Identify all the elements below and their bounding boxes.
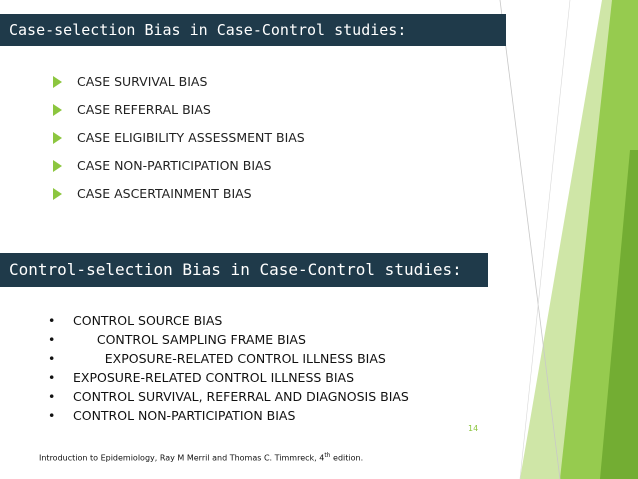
arrow-bullet-icon [53,76,62,88]
arrow-bullet-icon [53,160,62,172]
control-bias-list: • CONTROL SOURCE BIAS • CONTROL SAMPLING … [45,311,409,425]
list-item: CASE ASCERTAINMENT BIAS [50,180,305,208]
bullet-dot-icon: • [48,370,56,385]
bullet-dot-icon: • [48,408,56,423]
list-item: CASE SURVIVAL BIAS [50,68,305,96]
list-item-label: CASE NON-PARTICIPATION BIAS [77,158,272,173]
citation-text: Introduction to Epidemiology, Ray M Merr… [39,453,325,463]
case-bias-list: CASE SURVIVAL BIAS CASE REFERRAL BIAS CA… [50,68,305,208]
arrow-bullet-icon [53,132,62,144]
list-item-label: CONTROL NON-PARTICIPATION BIAS [73,408,296,423]
bullet-dot-icon: • [48,389,56,404]
list-item-label: CASE REFERRAL BIAS [77,102,211,117]
list-item-label: CASE ELIGIBILITY ASSESSMENT BIAS [77,130,305,145]
citation-end: edition. [330,453,364,463]
list-item-label: CONTROL SURVIVAL, REFERRAL AND DIAGNOSIS… [73,389,409,404]
list-item: CASE ELIGIBILITY ASSESSMENT BIAS [50,124,305,152]
bullet-dot-icon: • [48,313,56,328]
arrow-bullet-icon [53,104,62,116]
list-item-label: CONTROL SOURCE BIAS [73,313,223,328]
case-selection-title: Case-selection Bias in Case-Control stud… [0,14,506,46]
list-item: • CONTROL SURVIVAL, REFERRAL AND DIAGNOSI… [45,387,409,406]
list-item-label: EXPOSURE-RELATED CONTROL ILLNESS BIAS [73,370,355,385]
list-item-label: CASE SURVIVAL BIAS [77,74,208,89]
list-item: • EXPOSURE-RELATED CONTROL ILLNESS BIAS [45,349,409,368]
citation-superscript: th [324,452,331,459]
list-item: • CONTROL SAMPLING FRAME BIAS [45,330,409,349]
list-item-label: EXPOSURE-RELATED CONTROL ILLNESS BIAS [73,351,386,366]
list-item: • EXPOSURE-RELATED CONTROL ILLNESS BIAS [45,368,409,387]
arrow-bullet-icon [53,188,62,200]
control-selection-title: Control-selection Bias in Case-Control s… [0,253,488,287]
bullet-dot-icon: • [48,332,56,347]
list-item-label: CONTROL SAMPLING FRAME BIAS [73,332,306,347]
citation: Introduction to Epidemiology, Ray M Merr… [39,452,363,463]
list-item: • CONTROL NON-PARTICIPATION BIAS [45,406,409,425]
list-item-label: CASE ASCERTAINMENT BIAS [77,186,252,201]
page-number: 14 [468,424,479,433]
list-item: CASE REFERRAL BIAS [50,96,305,124]
bullet-dot-icon: • [48,351,56,366]
list-item: CASE NON-PARTICIPATION BIAS [50,152,305,180]
list-item: • CONTROL SOURCE BIAS [45,311,409,330]
